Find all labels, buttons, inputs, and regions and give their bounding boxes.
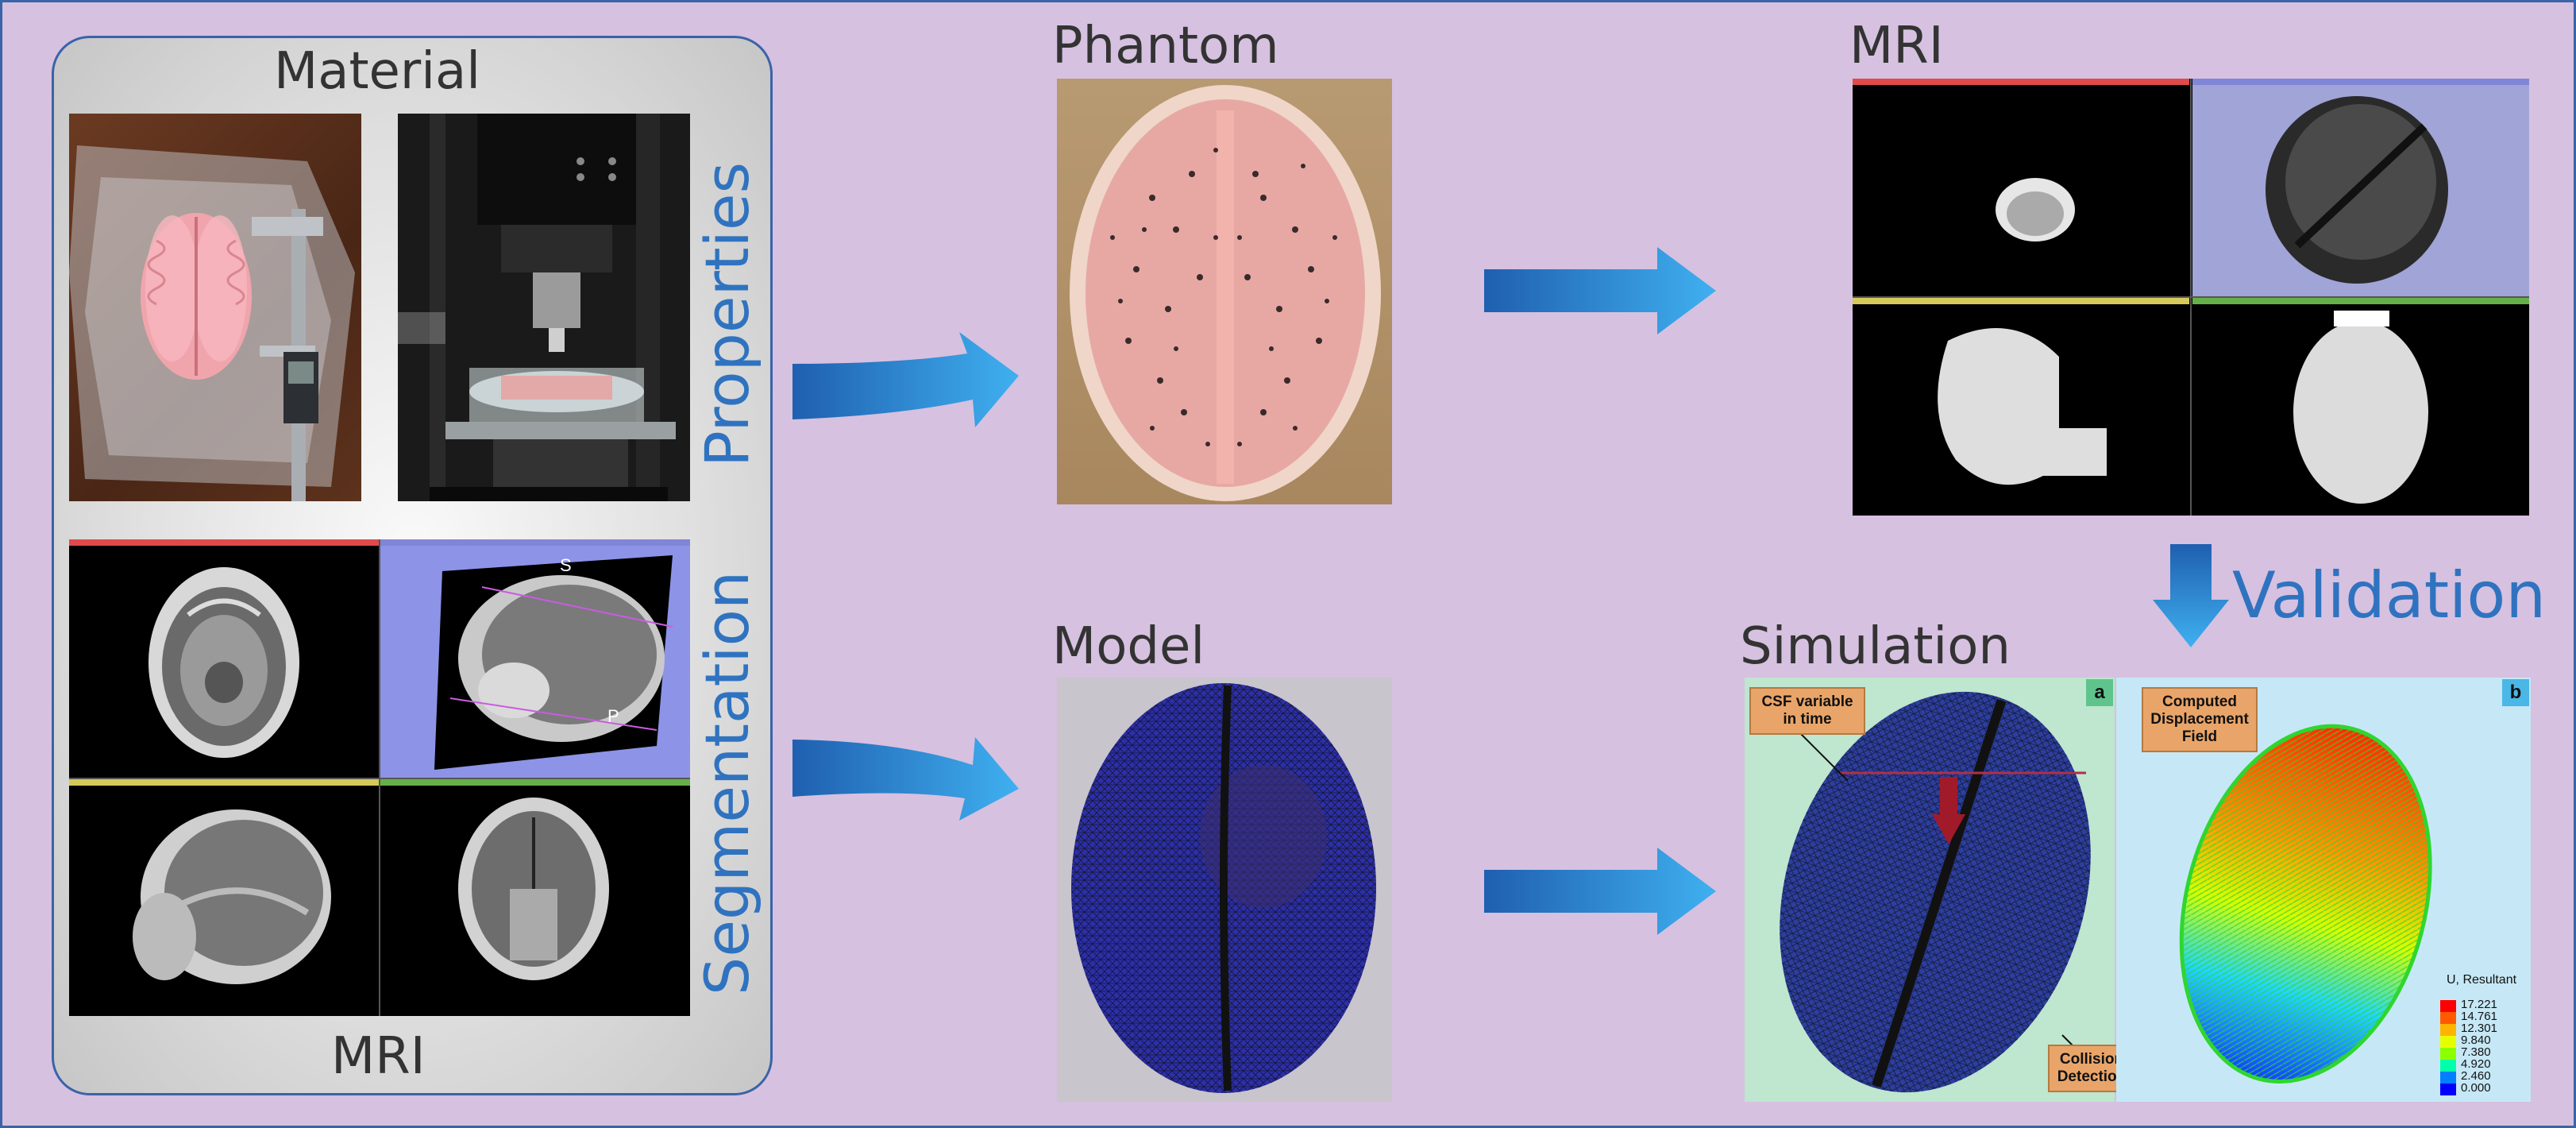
material-title: Material	[274, 42, 480, 101]
legend-value: 9.840	[2461, 1033, 2491, 1047]
simulation-panel-a	[1745, 678, 2115, 1102]
mri-validation-viewer	[1853, 79, 2529, 516]
legend-swatch	[2440, 1048, 2456, 1060]
legend-swatch	[2440, 1072, 2456, 1084]
legend-swatch	[2440, 1012, 2456, 1024]
legend-value: 12.301	[2461, 1022, 2497, 1035]
validation-arrow	[2153, 544, 2229, 647]
mri-letter-posterior: P	[607, 706, 619, 726]
phantom-photo	[1057, 79, 1392, 504]
legend-swatch	[2440, 1060, 2456, 1072]
legend-value: 2.460	[2461, 1069, 2491, 1083]
brain-caliper-photo	[69, 114, 361, 501]
validation-label: Validation	[2232, 558, 2547, 632]
legend-value: 0.000	[2461, 1081, 2491, 1095]
segmentation-viewer	[69, 539, 690, 1016]
properties-label: Properties	[692, 161, 762, 467]
mri-letter-superior: S	[560, 555, 572, 575]
legend-swatch	[2440, 1036, 2456, 1048]
model-mesh	[1057, 678, 1392, 1102]
mri-right-title: MRI	[1849, 17, 1944, 75]
legend-value: 4.920	[2461, 1057, 2491, 1071]
legend-value: 17.221	[2461, 998, 2497, 1011]
model-title: Model	[1052, 617, 1205, 676]
testing-machine-photo	[398, 114, 690, 501]
legend-swatch	[2440, 1024, 2456, 1036]
mri-left-title: MRI	[331, 1027, 426, 1086]
legend-swatch	[2440, 1084, 2456, 1095]
panel-b-tag: b	[2502, 679, 2529, 706]
simulation-panel-b	[2116, 678, 2531, 1102]
legend-swatch	[2440, 1000, 2456, 1012]
csf-note: CSF variable in time	[1749, 687, 1865, 735]
phantom-title: Phantom	[1052, 17, 1279, 75]
arrow-phantom-to-mri	[1484, 247, 1716, 334]
displacement-note: Computed Displacement Field	[2142, 687, 2258, 752]
arrow-model-to-simulation	[1484, 848, 1716, 935]
curved-arrow-to-phantom	[792, 332, 1019, 427]
legend-title: U, Resultant	[2447, 973, 2517, 987]
curved-arrow-to-model	[792, 737, 1019, 821]
legend-value: 14.761	[2461, 1010, 2497, 1023]
panel-a-tag: a	[2086, 679, 2113, 706]
legend-value: 7.380	[2461, 1045, 2491, 1059]
simulation-title: Simulation	[1740, 617, 2011, 676]
segmentation-label: Segmentation	[692, 570, 762, 995]
